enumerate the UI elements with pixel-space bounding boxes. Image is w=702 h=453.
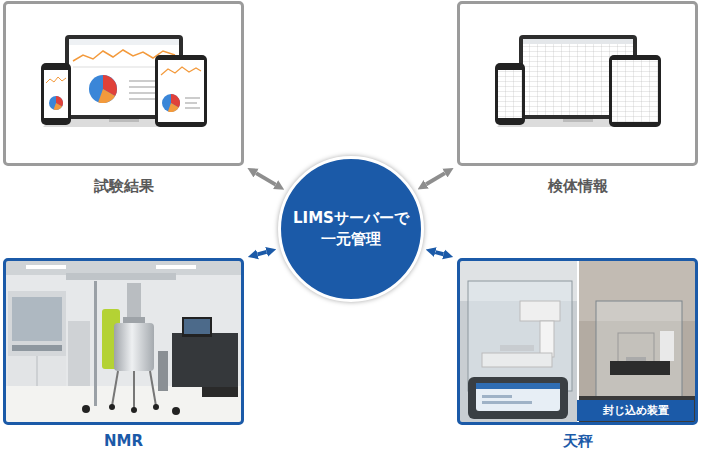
nmr-lab-photo-part [123,317,145,323]
devices-chart-illustration-part [161,67,201,75]
balance-photo-part [618,333,654,363]
devices-chart-illustration-part [158,60,204,122]
nmr-lab-photo-part [156,265,196,269]
nmr-lab-photo-part [12,345,62,351]
devices-table-illustration-part [563,119,593,122]
picture-frame [3,258,244,425]
pole [94,281,97,406]
shelf [68,321,90,386]
nmr-lab-photo-part [172,407,180,415]
glass-enclosure [468,281,572,391]
magnet-tower [127,283,141,319]
devices-table-illustration [495,35,661,127]
balance-photo [460,261,695,422]
devices-chart-illustration [41,35,207,127]
double-arrow [256,173,276,185]
phone [495,63,525,125]
photo-panel: 天秤 [457,258,698,450]
nmr-lab-photo-part [184,319,210,334]
console [172,333,238,387]
nmr-lab-photo-part [109,404,115,410]
balance-photo-part [482,401,532,404]
balance-photo-part [460,261,578,422]
balance-base [610,361,670,375]
screen-panel: 検体情報 [457,1,698,195]
devices-chart-illustration-part [185,107,200,109]
pie-chart [89,75,117,103]
double-arrow [426,173,445,184]
devices-table-illustration-part [498,70,522,118]
screen-panel: 試験結果 [3,1,244,195]
nmr-lab-photo [6,261,241,422]
duct [66,273,176,280]
panel-heading: 天秤 [563,432,593,450]
balance-photo-part [577,261,579,422]
server-circle: LIMSサーバーで 一元管理 [278,156,425,303]
devices-chart-illustration-part [44,70,68,118]
equipment-badge: 封じ込め装置 [577,400,694,421]
nmr-lab-photo-part [82,405,90,413]
devices-chart-illustration-part [185,102,197,104]
panel-heading: 試験結果 [94,177,154,195]
ceiling [6,261,241,275]
devices-table-illustration-part [523,39,633,44]
nmr-lab-photo-part [150,371,156,406]
devices-chart-illustration-part [46,77,66,83]
glass-enclosure [596,301,682,401]
balance-photo-part [500,345,534,351]
balance-photo-part [578,396,695,422]
phone [41,63,71,125]
nmr-lab-photo-part [8,356,66,386]
balance-photo-part [476,383,560,389]
picture-frame [3,1,244,166]
balance-photo-part [482,353,552,367]
display-panel [468,377,568,419]
double-arrow [258,252,267,254]
panel-heading: NMR [104,432,143,450]
panel-heading: 検体情報 [548,177,608,195]
devices-chart-illustration-part [69,39,179,45]
nmr-lab-photo-part [6,261,241,422]
nmr-lab-photo-part [153,404,159,410]
stand [158,351,168,391]
double-arrow [435,252,443,254]
circle-text: LIMSサーバーで 一元管理 [289,208,413,250]
photo-panel: NMR [3,258,244,450]
devices-chart-illustration-part [109,119,139,122]
nmr-lab-photo-part [131,407,137,413]
nmr-lab-photo-part [112,371,118,406]
nmr-lab-photo-part [26,265,66,269]
balance-photo-part [626,357,646,361]
nmr-lab-photo-part [133,371,135,409]
tablet [155,55,207,127]
fume-hood [8,291,66,386]
devices-chart-illustration-part [185,97,200,99]
balance-photo-part [660,331,674,361]
nmr-lab-photo-part [182,317,212,337]
balance-photo-part [476,383,560,411]
floor [6,386,241,422]
nmr-lab-photo-part [12,297,62,341]
nmr-lab-photo-part [202,387,238,397]
devices-table-illustration-part [612,60,658,122]
magnet-body [114,323,154,371]
balance-photo-part [578,261,695,422]
devices-chart-illustration-part [49,96,63,110]
nmr-lab-photo-part [37,356,38,386]
tablet [609,55,661,127]
balance-photo-part [540,321,554,357]
balance-unit [520,301,560,321]
picture-frame [457,1,698,166]
devices-chart-illustration-part [162,94,180,112]
balance-photo-part [482,395,512,398]
